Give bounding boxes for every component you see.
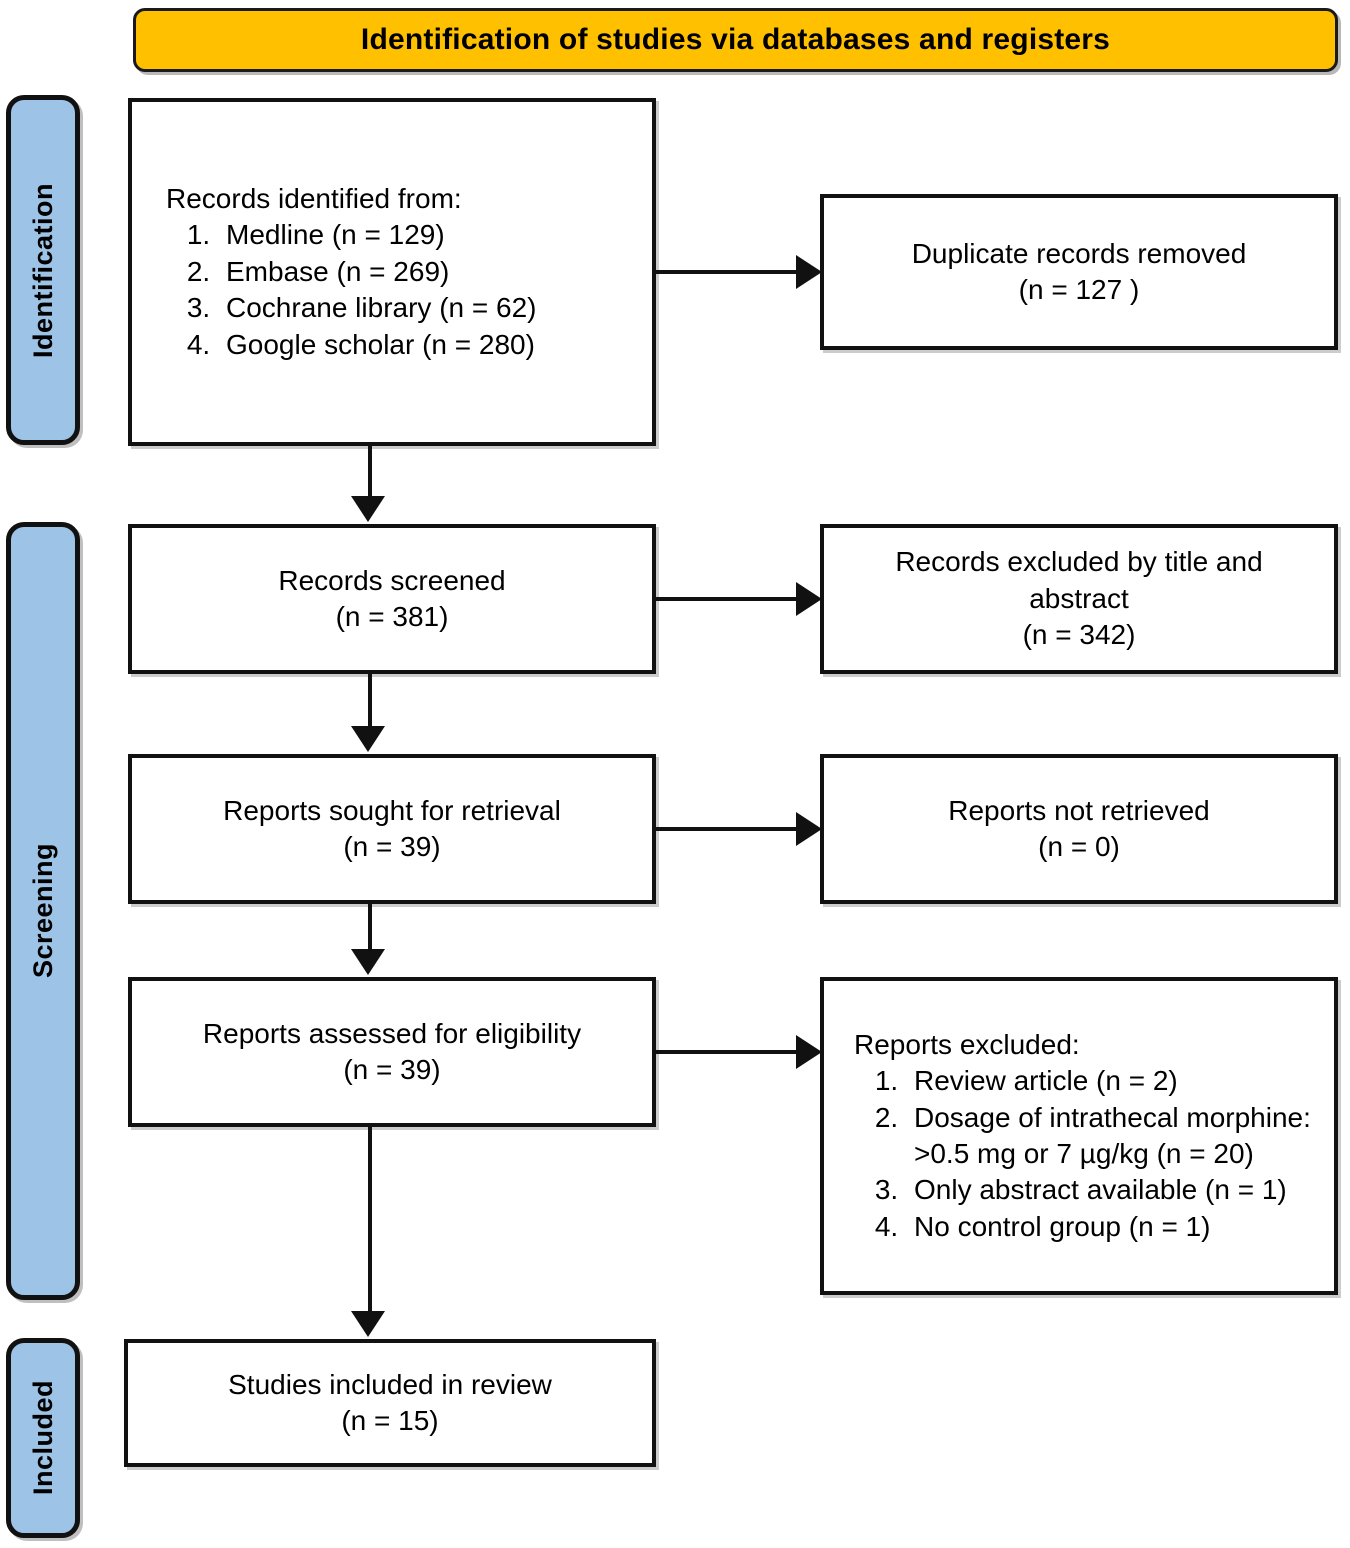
duplicates-count: (n = 127 )	[1018, 274, 1140, 305]
reports-excluded-reason-list: Review article (n = 2) Dosage of intrath…	[854, 1063, 1334, 1245]
list-item: Dosage of intrathecal morphine: >0.5 mg …	[906, 1100, 1334, 1173]
stage-label-included: Included	[6, 1338, 80, 1538]
box-duplicate-records-removed: Duplicate records removed (n = 127 )	[820, 194, 1338, 350]
list-item: Cochrane library (n = 62)	[218, 290, 652, 326]
box-reports-assessed-for-eligibility: Reports assessed for eligibility (n = 39…	[128, 977, 656, 1127]
box-studies-included-in-review: Studies included in review (n = 15)	[124, 1339, 656, 1467]
stage-label-identification: Identification	[6, 95, 80, 445]
box-records-screened: Records screened (n = 381)	[128, 524, 656, 674]
box-records-identified: Records identified from: Medline (n = 12…	[128, 98, 656, 446]
sought-count: (n = 39)	[343, 831, 441, 862]
eligibility-line-1: Reports assessed for eligibility	[202, 1017, 582, 1049]
duplicates-line-1: Duplicate records removed	[911, 237, 1247, 269]
excluded-ta-line-1: Records excluded by title and	[895, 546, 1263, 578]
reports-excluded-heading: Reports excluded:	[854, 1028, 1080, 1060]
connector-sought-to-eligibility	[368, 904, 372, 953]
arrowhead-down-icon	[351, 496, 385, 522]
connector-identified-to-screened	[368, 446, 372, 500]
arrowhead-down-icon	[351, 726, 385, 752]
box-reports-not-retrieved: Reports not retrieved (n = 0)	[820, 754, 1338, 904]
connector-eligibility-to-included	[368, 1127, 372, 1315]
list-item: No control group (n = 1)	[906, 1209, 1334, 1245]
connector-identified-to-duplicates	[656, 270, 802, 274]
screened-count: (n = 381)	[335, 601, 449, 632]
screened-line-1: Records screened	[278, 564, 506, 596]
arrowhead-right-icon	[796, 255, 822, 289]
arrowhead-right-icon	[796, 812, 822, 846]
sought-line-1: Reports sought for retrieval	[223, 794, 561, 826]
page-title: Identification of studies via databases …	[360, 23, 1111, 56]
stage-label-screening: Screening	[6, 522, 80, 1300]
list-item: Embase (n = 269)	[218, 254, 652, 290]
diagram-header-banner: Identification of studies via databases …	[133, 8, 1338, 72]
stage-label-screening-text: Screening	[27, 843, 58, 979]
arrowhead-right-icon	[796, 1035, 822, 1069]
excluded-ta-count: (n = 342)	[1022, 619, 1136, 651]
not-retrieved-count: (n = 0)	[1038, 831, 1120, 862]
not-retrieved-line-1: Reports not retrieved	[948, 794, 1210, 826]
connector-screened-to-excluded	[656, 597, 802, 601]
included-line-1: Studies included in review	[228, 1368, 552, 1400]
list-item: Medline (n = 129)	[218, 217, 652, 253]
connector-screened-to-sought	[368, 674, 372, 730]
stage-label-included-text: Included	[27, 1380, 58, 1496]
list-item: Review article (n = 2)	[906, 1063, 1334, 1099]
eligibility-count: (n = 39)	[343, 1054, 441, 1085]
box-reports-excluded: Reports excluded: Review article (n = 2)…	[820, 977, 1338, 1295]
box-records-excluded-title-abstract: Records excluded by title and abstract (…	[820, 524, 1338, 674]
connector-sought-to-not-retrieved	[656, 827, 802, 831]
list-item: Google scholar (n = 280)	[218, 327, 652, 363]
list-item: Only abstract available (n = 1)	[906, 1172, 1334, 1208]
arrowhead-down-icon	[351, 1311, 385, 1337]
records-identified-source-list: Medline (n = 129) Embase (n = 269) Cochr…	[166, 217, 652, 363]
excluded-ta-line-2: abstract	[1029, 582, 1129, 614]
arrowhead-right-icon	[796, 582, 822, 616]
included-count: (n = 15)	[341, 1405, 439, 1436]
records-identified-heading: Records identified from:	[166, 183, 462, 215]
arrowhead-down-icon	[351, 949, 385, 975]
stage-label-identification-text: Identification	[27, 182, 58, 358]
connector-eligibility-to-reports-excluded	[656, 1050, 802, 1054]
box-reports-sought-for-retrieval: Reports sought for retrieval (n = 39)	[128, 754, 656, 904]
